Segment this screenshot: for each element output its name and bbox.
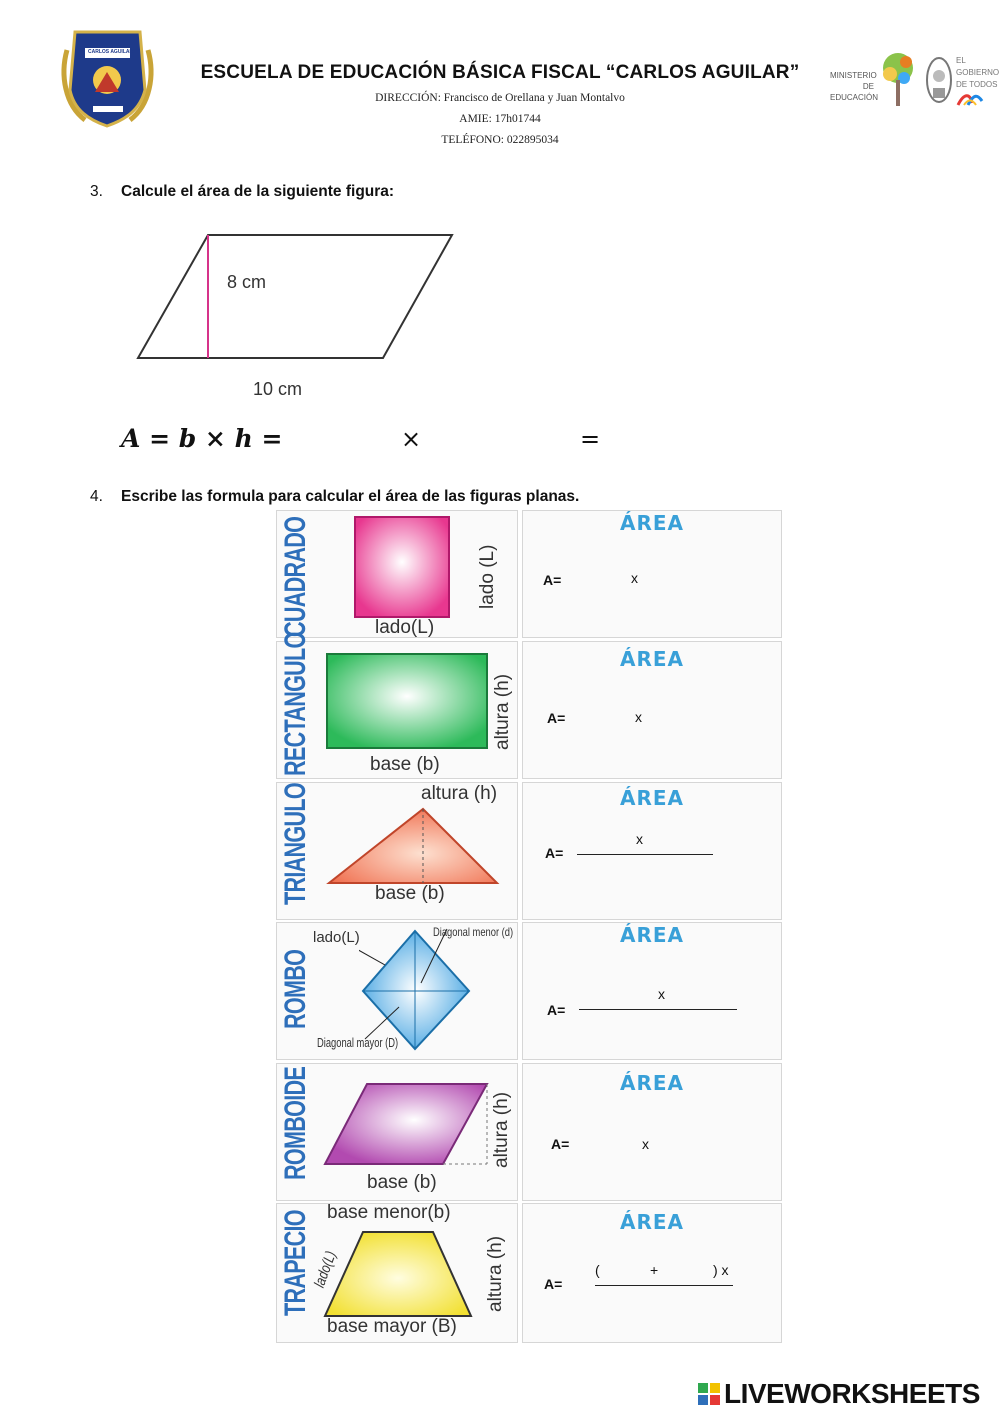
height-label: 8 cm — [227, 272, 267, 292]
shape-cell-trapecio: TRAPECIO base menor(b) lado(L) base mayo… — [276, 1202, 518, 1343]
shape-cell-rectangulo: RECTANGULO base (b) altura (h) — [276, 632, 518, 779]
area-cell-cuadrado: ÁREA A= x — [522, 510, 782, 638]
question-4: 4. Escribe las formula para calcular el á… — [90, 488, 579, 506]
base-label: 10 cm — [253, 379, 303, 399]
area-title-trapecio: ÁREA — [619, 1210, 685, 1234]
shape-name-rombo: ROMBO — [279, 949, 312, 1029]
shape-name-triangulo: TRIANGULO — [279, 783, 312, 905]
parallelogram-shape — [136, 234, 454, 359]
rhombus-side-label: lado(L) — [313, 929, 360, 946]
shape-cell-rombo: ROMBO lado(L) Diagonal menor (d) Diagona… — [276, 922, 518, 1060]
trapezoid-major-base-label: base mayor (B) — [327, 1316, 457, 1337]
area-cell-romboide: ÁREA A= x — [522, 1063, 782, 1201]
answer-op-triangulo: x — [636, 831, 643, 847]
area-cell-rectangulo: ÁREA A= x — [522, 641, 782, 779]
ministry-text: MINISTERIO DE EDUCACIÓN — [830, 71, 879, 102]
question-4-number: 4. — [90, 488, 103, 505]
formula-equals: = — [580, 425, 601, 453]
area-title-rectangulo: ÁREA — [619, 647, 685, 671]
question-4-text: Escribe las formula para calcular el áre… — [121, 488, 580, 505]
fraction-line-trapecio — [595, 1285, 733, 1286]
shape-cell-romboide: ROMBOIDE base (b) altura (h) — [276, 1063, 518, 1201]
rhomboid-shape — [323, 1083, 489, 1165]
school-phone: TELÉFONO: 022895034 — [441, 134, 559, 146]
answer-label-cuadrado: A= — [543, 572, 562, 588]
rhombus-minor-diagonal-label: Diagonal menor (d) — [433, 925, 514, 939]
answer-label-trapecio: A= — [544, 1276, 563, 1292]
gov-text: EL GOBIERNO DE TODOS — [956, 56, 1000, 89]
school-name: ESCUELA DE EDUCACIÓN BÁSICA FISCAL “CARL… — [200, 62, 800, 83]
school-amie: AMIE: 17h01744 — [459, 113, 541, 125]
area-formula: A = b × h = — [121, 424, 283, 453]
question-3-text: Calcule el área de la siguiente figura: — [121, 183, 395, 200]
area-cell-rombo: ÁREA A= x — [522, 922, 782, 1060]
area-title-rombo: ÁREA — [619, 923, 685, 947]
ministry-logo: MINISTERIO DE EDUCACIÓN EL GOBIERNO DE T… — [828, 45, 999, 115]
liveworksheets-logo: LIVEWORKSHEETS — [697, 1378, 993, 1410]
answer-open-paren-trapecio: ( — [595, 1262, 600, 1278]
trapezoid-height-label: altura (h) — [485, 1235, 506, 1312]
answer-label-rombo: A= — [547, 1002, 566, 1018]
answer-op-romboide: x — [642, 1136, 649, 1152]
shape-name-trapecio: TRAPECIO — [279, 1210, 312, 1316]
answer-label-romboide: A= — [551, 1136, 570, 1152]
shape-name-cuadrado: CUADRADO — [279, 516, 312, 637]
answer-label-triangulo: A= — [545, 845, 564, 861]
rectangle-base-label: base (b) — [370, 754, 440, 775]
parallelogram-figure — [136, 234, 454, 359]
trapezoid-shape — [323, 1231, 473, 1317]
answer-plus-trapecio: + — [650, 1262, 659, 1278]
area-cell-triangulo: ÁREA A= x — [522, 782, 782, 920]
shape-cell-cuadrado: CUADRADO lado(L) lado (L) — [276, 510, 518, 638]
liveworksheets-grid-icon — [698, 1383, 720, 1405]
rectangle-shape — [326, 653, 488, 749]
coat-of-arms-icon — [926, 57, 952, 103]
gov-swoosh-icon — [956, 94, 984, 106]
liveworksheets-brand: LIVEWORKSHEETS — [724, 1378, 980, 1409]
school-logo: CARLOS AGUILAR — [55, 20, 160, 130]
trapezoid-minor-base-label: base menor(b) — [327, 1202, 451, 1223]
answer-close-paren-trapecio: ) x — [713, 1262, 729, 1278]
shape-cell-triangulo: TRIANGULO altura (h) base (b) — [276, 782, 518, 920]
fraction-line-triangulo — [577, 854, 713, 855]
area-cell-trapecio: ÁREA A= ( + ) x — [522, 1203, 782, 1343]
answer-op-rectangulo: x — [635, 709, 642, 725]
area-title-romboide: ÁREA — [619, 1071, 685, 1095]
school-address: DIRECCIÓN: Francisco de Orellana y Juan … — [375, 92, 625, 104]
formula-times: × — [401, 425, 422, 453]
fraction-line-rombo — [579, 1009, 737, 1010]
square-side-label: lado (L) — [477, 544, 498, 609]
triangle-base-label: base (b) — [375, 883, 445, 904]
square-bottom-label: lado(L) — [375, 617, 435, 638]
rhombus-major-diagonal-label: Diagonal mayor (D) — [317, 1035, 399, 1050]
shape-name-romboide: ROMBOIDE — [279, 1066, 312, 1180]
area-title-cuadrado: ÁREA — [619, 511, 685, 535]
question-3: 3. Calcule el área de la siguiente figura… — [90, 183, 394, 201]
logo-text: CARLOS AGUILAR — [88, 49, 134, 55]
square-shape — [354, 516, 450, 618]
rhomboid-base-label: base (b) — [367, 1172, 437, 1193]
tree-icon — [883, 53, 913, 106]
triangle-height-label: altura (h) — [421, 783, 498, 804]
answer-op-cuadrado: x — [631, 570, 638, 586]
question-3-number: 3. — [90, 183, 103, 200]
answer-label-rectangulo: A= — [547, 710, 566, 726]
answer-op-rombo: x — [658, 986, 665, 1002]
area-title-triangulo: ÁREA — [619, 786, 685, 810]
rectangle-height-label: altura (h) — [492, 673, 513, 750]
triangle-shape — [326, 807, 500, 884]
rhomboid-height-label: altura (h) — [491, 1091, 512, 1168]
rhombus-shape — [359, 928, 471, 1051]
shape-name-rectangulo: RECTANGULO — [279, 632, 312, 776]
